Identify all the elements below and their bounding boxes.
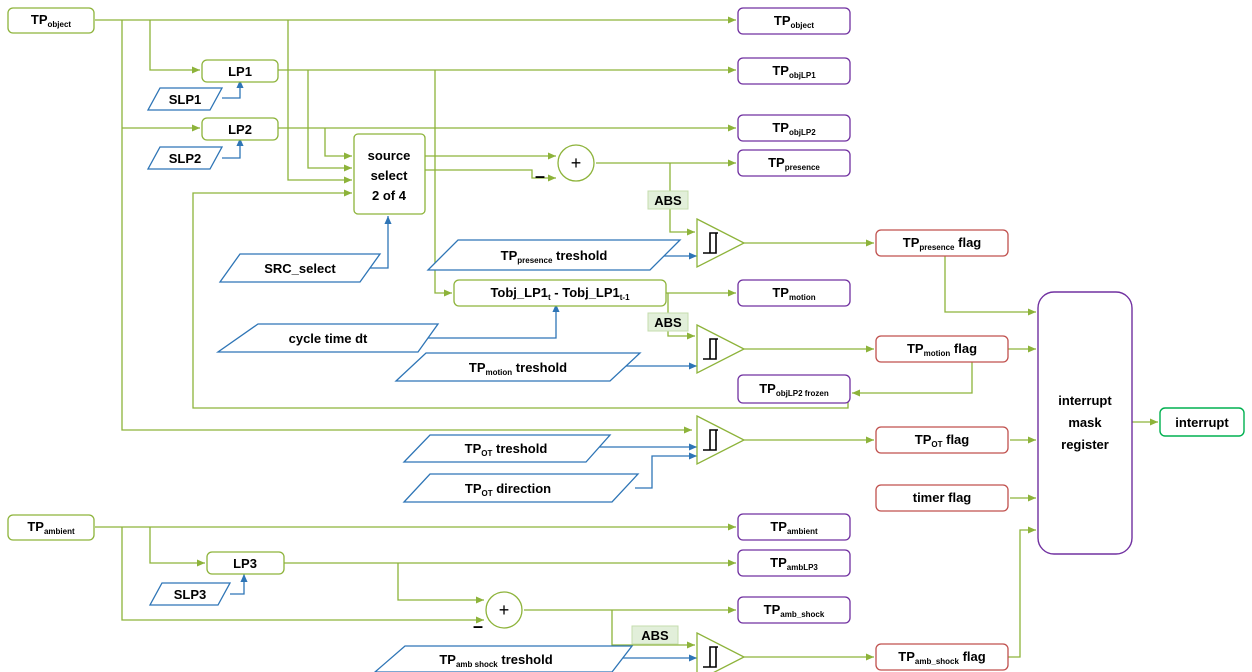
- svg-text:TPobjLP2 frozen: TPobjLP2 frozen: [759, 381, 829, 398]
- svg-text:LP3: LP3: [233, 556, 257, 571]
- svg-text:cycle time dt: cycle time dt: [289, 331, 368, 346]
- svg-text:TPamb shock treshold: TPamb shock treshold: [439, 652, 552, 669]
- svg-text:TPambient: TPambient: [770, 519, 818, 536]
- svg-text:TPOT treshold: TPOT treshold: [465, 441, 548, 458]
- source-select-block: source select 2 of 4: [353, 133, 426, 215]
- svg-text:+: +: [571, 153, 582, 173]
- output-tp-objlp2-frozen: TPobjLP2 frozen: [737, 374, 851, 404]
- svg-text:TPobjLP1: TPobjLP1: [772, 63, 816, 80]
- param-slp2: SLP2: [146, 146, 224, 170]
- svg-text:ABS: ABS: [641, 628, 669, 643]
- svg-text:register: register: [1061, 437, 1109, 452]
- svg-text:LP2: LP2: [228, 122, 252, 137]
- parameter-wires: [222, 80, 697, 662]
- motion-comparator-icon: [696, 323, 746, 375]
- minus-sign: –: [535, 166, 545, 186]
- svg-text:TPmotion treshold: TPmotion treshold: [469, 360, 567, 377]
- abs-amb-shock: ABS: [631, 625, 679, 645]
- param-slp3: SLP3: [148, 582, 232, 606]
- flag-presence: TPpresence flag: [875, 229, 1009, 257]
- svg-text:mask: mask: [1068, 415, 1102, 430]
- flag-timer: timer flag: [875, 484, 1009, 512]
- abs-motion: ABS: [647, 312, 689, 332]
- svg-text:SLP2: SLP2: [169, 151, 202, 166]
- lp2-block: LP2: [201, 117, 279, 141]
- svg-text:TPobject: TPobject: [31, 12, 72, 29]
- output-tp-objlp2: TPobjLP2: [737, 114, 851, 142]
- svg-text:TPamb_shock flag: TPamb_shock flag: [898, 649, 985, 666]
- svg-text:SLP1: SLP1: [169, 92, 202, 107]
- svg-text:TPOT flag: TPOT flag: [915, 432, 970, 449]
- svg-text:TPpresence flag: TPpresence flag: [903, 235, 982, 252]
- param-src-select: SRC_select: [218, 253, 382, 283]
- svg-text:+: +: [499, 600, 510, 620]
- interrupt-mask-register: interrupt mask register: [1037, 291, 1133, 555]
- svg-text:interrupt: interrupt: [1058, 393, 1112, 408]
- interrupt-output: interrupt: [1159, 407, 1245, 437]
- lp3-block: LP3: [206, 551, 285, 575]
- input-tp-object: TPobject: [7, 7, 95, 34]
- svg-text:2 of 4: 2 of 4: [372, 188, 407, 203]
- ot-comparator-icon: [696, 414, 746, 466]
- svg-text:ABS: ABS: [654, 315, 682, 330]
- param-motion-threshold: TPmotion treshold: [394, 352, 642, 382]
- output-tp-amblp3: TPambLP3: [737, 549, 851, 577]
- svg-text:source: source: [368, 148, 411, 163]
- svg-text:interrupt: interrupt: [1175, 415, 1229, 430]
- svg-text:SRC_select: SRC_select: [264, 261, 336, 276]
- presence-comparator-icon: [696, 217, 746, 269]
- svg-text:TPobjLP2: TPobjLP2: [772, 120, 816, 137]
- param-ot-threshold: TPOT treshold: [402, 434, 612, 463]
- svg-text:TPobject: TPobject: [774, 13, 815, 30]
- param-slp1: SLP1: [146, 87, 224, 111]
- flag-ot: TPOT flag: [875, 426, 1009, 454]
- lp1-block: LP1: [201, 59, 279, 83]
- output-tp-objlp1: TPobjLP1: [737, 57, 851, 85]
- svg-text:SLP3: SLP3: [174, 587, 207, 602]
- amb-shock-comparator-icon: [696, 631, 746, 672]
- svg-text:ABS: ABS: [654, 193, 682, 208]
- svg-text:TPmotion: TPmotion: [772, 285, 815, 302]
- ambient-shock-summer: + –: [473, 591, 523, 636]
- presence-summer: + –: [535, 144, 595, 186]
- output-tp-presence: TPpresence: [737, 149, 851, 177]
- svg-text:Tobj_LP1t - Tobj_LP1t-1: Tobj_LP1t - Tobj_LP1t-1: [490, 285, 630, 302]
- output-tp-object: TPobject: [737, 7, 851, 35]
- param-amb-shock-threshold: TPamb shock treshold: [374, 645, 634, 672]
- param-cycle-time: cycle time dt: [215, 323, 440, 353]
- output-tp-amb-shock: TPamb_shock: [737, 596, 851, 624]
- svg-text:TPambient: TPambient: [27, 519, 75, 536]
- svg-text:LP1: LP1: [228, 64, 252, 79]
- svg-text:TPambLP3: TPambLP3: [770, 555, 818, 572]
- motion-difference-block: Tobj_LP1t - Tobj_LP1t-1: [453, 279, 667, 307]
- input-tp-ambient: TPambient: [7, 514, 95, 541]
- flag-amb-shock: TPamb_shock flag: [875, 643, 1009, 671]
- output-tp-motion: TPmotion: [737, 279, 851, 307]
- minus-sign: –: [473, 616, 483, 636]
- svg-text:timer flag: timer flag: [913, 490, 972, 505]
- param-ot-direction: TPOT direction: [402, 473, 640, 503]
- output-tp-ambient: TPambient: [737, 513, 851, 541]
- svg-text:TPpresence treshold: TPpresence treshold: [501, 248, 608, 265]
- svg-text:select: select: [371, 168, 409, 183]
- abs-presence: ABS: [647, 190, 689, 210]
- svg-text:TPmotion flag: TPmotion flag: [907, 341, 977, 358]
- svg-text:TPOT direction: TPOT direction: [465, 481, 551, 498]
- svg-text:TPamb_shock: TPamb_shock: [764, 602, 825, 619]
- flag-motion: TPmotion flag: [875, 335, 1009, 363]
- svg-text:TPpresence: TPpresence: [768, 155, 820, 172]
- param-presence-threshold: TPpresence treshold: [426, 239, 682, 271]
